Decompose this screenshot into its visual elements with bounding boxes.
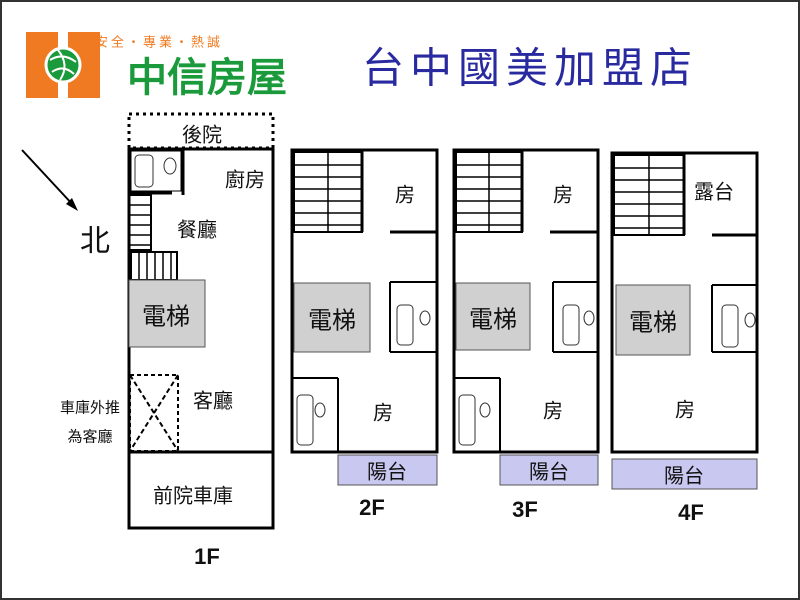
f3-balcony: 陽台	[529, 459, 569, 484]
f4-terrace: 露台	[694, 179, 734, 204]
f1-note-line2: 為客廳	[67, 427, 113, 446]
logo-icon	[26, 32, 100, 98]
f4-room: 房	[675, 397, 695, 422]
f1-label: 1F	[194, 544, 220, 569]
f1-backyard: 後院	[182, 122, 222, 147]
f1-kitchen: 廚房	[225, 167, 265, 192]
f3-room2: 房	[543, 398, 563, 423]
f3-room1: 房	[553, 182, 573, 207]
f1-elevator: 電梯	[142, 302, 190, 331]
logo-slogan: 安全・專業・熱誠	[94, 35, 224, 51]
north-label: 北	[80, 224, 110, 259]
f1-garage: 前院車庫	[153, 483, 233, 508]
f4-label: 4F	[678, 500, 704, 525]
f2-room1: 房	[395, 182, 415, 207]
logo-brand: 中信房屋	[127, 55, 287, 101]
page-title: 台中國美加盟店	[361, 43, 699, 93]
f1-dining: 餐廳	[177, 217, 217, 242]
f4-balcony: 陽台	[664, 463, 704, 488]
f3-label: 3F	[512, 497, 538, 522]
f1-note-line1: 車庫外推	[59, 398, 121, 417]
toilet-icon	[134, 154, 756, 446]
f2-room2: 房	[373, 400, 393, 425]
f1-living: 客廳	[193, 388, 233, 413]
f4-elevator: 電梯	[629, 308, 677, 337]
f2-label: 2F	[359, 495, 385, 520]
f2-balcony: 陽台	[367, 459, 407, 484]
f3-elevator: 電梯	[469, 305, 517, 334]
north-arrow-icon	[21, 149, 78, 211]
f2-elevator: 電梯	[308, 306, 356, 335]
